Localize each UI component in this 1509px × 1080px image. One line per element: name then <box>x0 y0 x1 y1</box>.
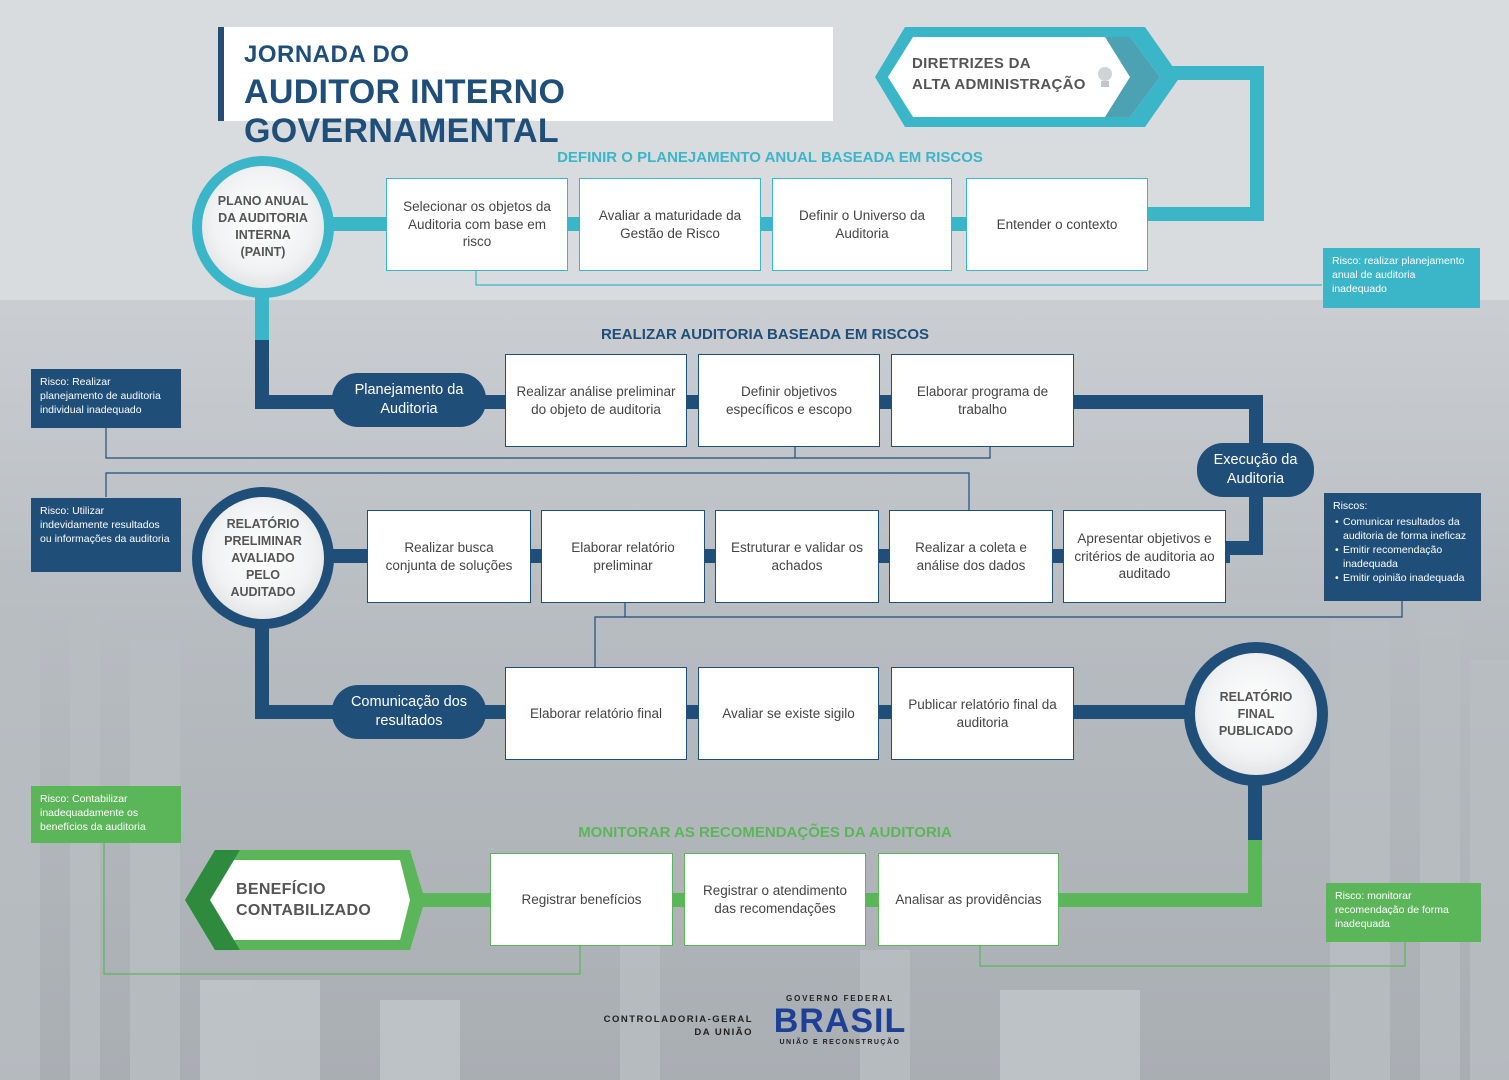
green-connector-monitorar <box>1050 840 1262 907</box>
final-circle: RELATÓRIO FINAL PUBLICADO <box>1195 653 1317 775</box>
brasil-wordmark: BRASIL <box>773 1002 907 1040</box>
risk-line-execucao <box>594 601 1403 668</box>
risk-monitorar: Risco: monitorar recomendação de forma i… <box>1326 883 1481 942</box>
risk-line-contabilizar <box>103 843 581 975</box>
cgu-logo-text: CONTROLADORIA-GERAL DA UNIÃO <box>603 1014 753 1038</box>
section-heading-auditoria: REALIZAR AUDITORIA BASEADA EM RISCOS <box>600 326 930 343</box>
risk-contabilizar: Risco: Contabilizar inadequadamente os b… <box>31 786 181 843</box>
step-analise-preliminar: Realizar análise preliminar do objeto de… <box>505 354 687 447</box>
step-avaliar-maturidade: Avaliar a maturidade da Gestão de Risco <box>579 178 761 271</box>
risk-item: Emitir recomendação inadequada <box>1335 543 1472 571</box>
diretrizes-label: DIRETRIZES DA ALTA ADMINISTRAÇÃO <box>912 55 1086 93</box>
step-estruturar-achados: Estruturar e validar os achados <box>715 510 879 603</box>
step-publicar-relatorio: Publicar relatório final da auditoria <box>891 667 1074 760</box>
teal-connector-top <box>1140 66 1264 221</box>
gov-brasil-logo: GOVERNO FEDERAL BRASIL UNIÃO E RECONSTRU… <box>770 994 910 1060</box>
lightbulb-icon <box>1098 67 1112 87</box>
step-registrar-beneficios: Registrar benefícios <box>490 853 673 946</box>
section-heading-monitorar: MONITORAR AS RECOMENDAÇÕES DA AUDITORIA <box>578 824 952 841</box>
step-elaborar-programa: Elaborar programa de trabalho <box>891 354 1074 447</box>
pill-comunicacao: Comunicação dos resultados <box>332 685 486 739</box>
step-relatorio-preliminar: Elaborar relatório preliminar <box>541 510 705 603</box>
step-entender-contexto: Entender o contexto <box>966 178 1148 271</box>
step-relatorio-final: Elaborar relatório final <box>505 667 687 760</box>
title-box: JORNADA DO AUDITOR INTERNO GOVERNAMENTAL <box>218 27 833 150</box>
step-definir-objetivos: Definir objetivos específicos e escopo <box>698 354 880 447</box>
risk-line-planejamento-individual <box>105 428 991 459</box>
step-coleta-dados: Realizar a coleta e análise dos dados <box>889 510 1053 603</box>
pill-execucao: Execução da Auditoria <box>1197 443 1314 497</box>
step-busca-solucoes: Realizar busca conjunta de soluções <box>367 510 531 603</box>
paint-circle: PLANO ANUAL DA AUDITORIA INTERNA (PAINT) <box>202 166 324 288</box>
risk-utilizar: Risco: Utilizar indevidamente resultados… <box>31 498 181 572</box>
risk-item: Comunicar resultados da auditoria de for… <box>1335 515 1472 543</box>
step-definir-universo: Definir o Universo da Auditoria <box>772 178 952 271</box>
risks-execucao: Riscos: Comunicar resultados da auditori… <box>1324 493 1481 601</box>
step-selecionar-objetos: Selecionar os objetos da Auditoria com b… <box>386 178 568 271</box>
preliminar-circle: RELATÓRIO PRELIMINAR AVALIADO PELO AUDIT… <box>202 497 324 619</box>
title-line2: AUDITOR INTERNO GOVERNAMENTAL <box>244 73 566 150</box>
title-line1: JORNADA DO <box>244 41 410 68</box>
step-avaliar-sigilo: Avaliar se existe sigilo <box>698 667 879 760</box>
risk-line-monitorar <box>979 942 1406 967</box>
diretrizes-shape <box>875 27 1180 127</box>
risk-planejamento-individual: Risco: Realizar planejamento de auditori… <box>31 369 181 428</box>
risk-planejamento-anual: Risco: realizar planejamento anual de au… <box>1323 248 1480 308</box>
risk-item: Emitir opinião inadequada <box>1335 571 1472 585</box>
step-apresentar-objetivos: Apresentar objetivos e critérios de audi… <box>1063 510 1226 603</box>
pill-planejamento: Planejamento da Auditoria <box>332 373 486 427</box>
beneficio-shape <box>185 850 425 950</box>
section-heading-planejamento-anual: DEFINIR O PLANEJAMENTO ANUAL BASEADA EM … <box>557 149 983 166</box>
beneficio-label: BENEFÍCIO CONTABILIZADO <box>236 881 372 919</box>
step-registrar-atendimento: Registrar o atendimento das recomendaçõe… <box>684 853 866 946</box>
risk-line-utilizar <box>105 472 970 510</box>
risk-line-planejamento-anual <box>475 270 1322 286</box>
step-analisar-providencias: Analisar as providências <box>878 853 1059 946</box>
